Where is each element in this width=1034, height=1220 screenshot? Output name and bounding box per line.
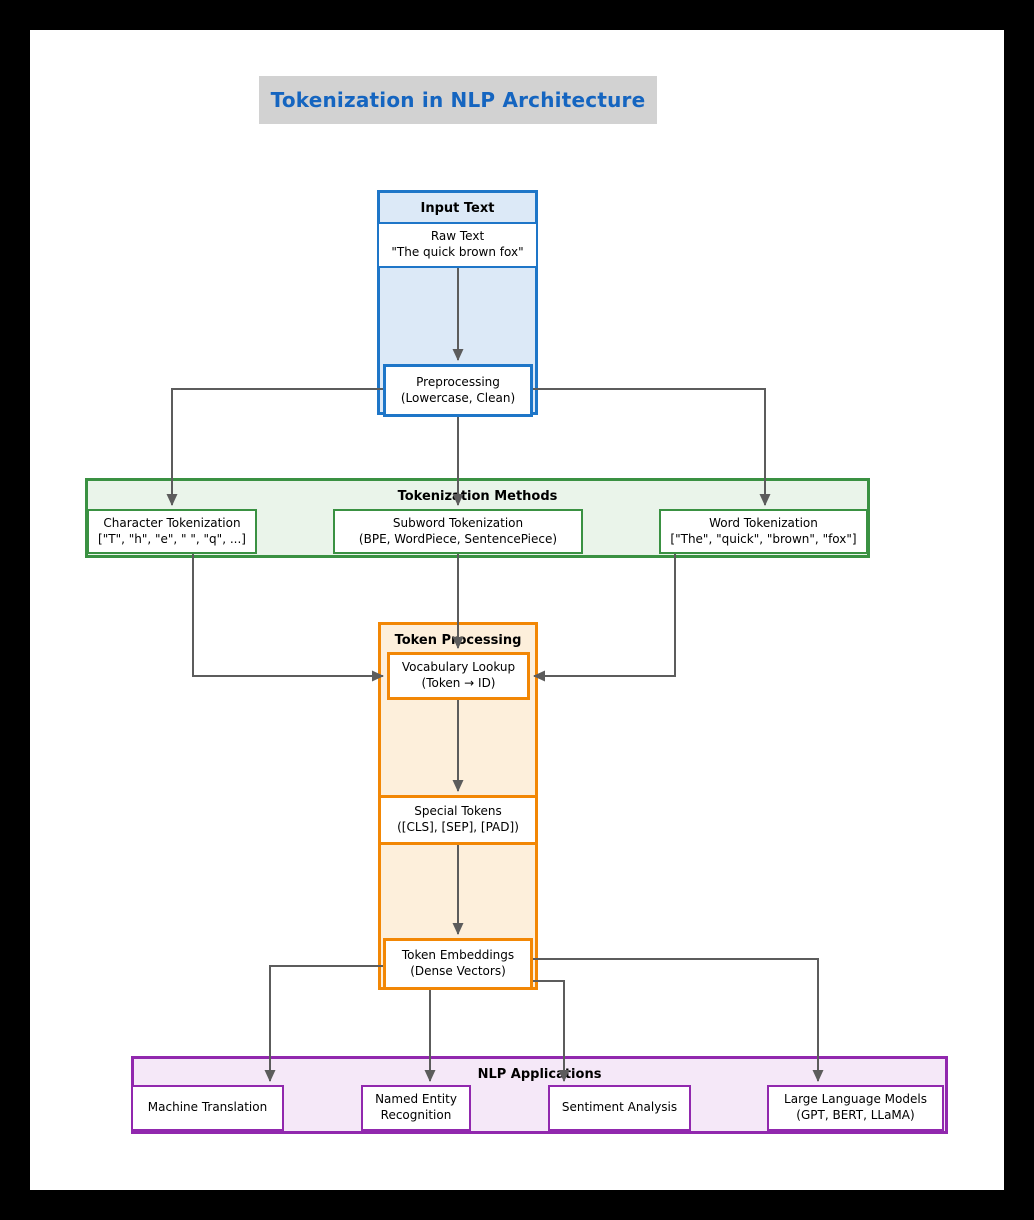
arrow-word-tokenization-to-vocabulary-lookup: [533, 554, 676, 682]
node-special-tokens-line1: Special Tokens: [414, 804, 502, 819]
node-machine-translation-line1: Machine Translation: [147, 1100, 268, 1115]
node-large-language-models: Large Language Models (GPT, BERT, LLaMA): [767, 1085, 944, 1131]
node-raw-text-line1: Raw Text: [430, 229, 485, 244]
node-word-tokenization: Word Tokenization ["The", "quick", "brow…: [659, 509, 868, 554]
node-preprocessing: Preprocessing (Lowercase, Clean): [383, 364, 533, 417]
diagram-title: Tokenization in NLP Architecture: [259, 76, 657, 124]
group-nlp-applications-header: NLP Applications: [477, 1066, 602, 1082]
node-subword-tokenization: Subword Tokenization (BPE, WordPiece, Se…: [333, 509, 583, 554]
node-word-tokenization-line1: Word Tokenization: [709, 515, 818, 530]
group-token-processing-header: Token Processing: [394, 632, 522, 648]
node-machine-translation: Machine Translation: [131, 1085, 284, 1131]
arrow-character-tokenization-to-vocabulary-lookup: [192, 554, 384, 682]
node-named-entity-recognition-line2: Recognition: [380, 1108, 452, 1122]
group-input-text-header: Input Text: [420, 200, 495, 216]
node-vocabulary-lookup: Vocabulary Lookup (Token → ID): [387, 652, 530, 700]
node-named-entity-recognition: Named Entity Recognition: [361, 1085, 471, 1131]
diagram-title-text: Tokenization in NLP Architecture: [270, 88, 646, 112]
node-token-embeddings-line1: Token Embeddings: [401, 948, 515, 963]
node-character-tokenization-line1: Character Tokenization: [103, 515, 241, 530]
node-raw-text: Raw Text "The quick brown fox": [377, 222, 538, 268]
node-preprocessing-line2: (Lowercase, Clean): [400, 390, 516, 405]
diagram-page: Tokenization in NLP Architecture Input T…: [30, 30, 1004, 1190]
node-sentiment-analysis: Sentiment Analysis: [548, 1085, 691, 1131]
node-character-tokenization: Character Tokenization ["T", "h", "e", "…: [87, 509, 257, 554]
node-vocabulary-lookup-line2: (Token → ID): [421, 676, 496, 690]
node-raw-text-line2: "The quick brown fox": [391, 245, 524, 259]
node-token-embeddings-line2: (Dense Vectors): [410, 964, 506, 978]
node-named-entity-recognition-line1: Named Entity: [375, 1092, 457, 1107]
node-subword-tokenization-line1: Subword Tokenization: [392, 515, 524, 530]
node-large-language-models-line2: (GPT, BERT, LLaMA): [796, 1108, 915, 1122]
node-preprocessing-line1: Preprocessing: [416, 374, 500, 389]
node-vocabulary-lookup-line1: Vocabulary Lookup: [401, 660, 516, 675]
node-word-tokenization-line2: ["The", "quick", "brown", "fox"]: [670, 531, 857, 546]
node-subword-tokenization-line2: (BPE, WordPiece, SentencePiece): [358, 531, 558, 546]
node-large-language-models-line1: Large Language Models: [784, 1092, 927, 1107]
node-character-tokenization-line2: ["T", "h", "e", " ", "q", ...]: [98, 531, 246, 546]
node-special-tokens-line2: ([CLS], [SEP], [PAD]): [397, 820, 519, 834]
node-special-tokens: Special Tokens ([CLS], [SEP], [PAD]): [378, 795, 538, 845]
group-tokenization-methods-header: Tokenization Methods: [397, 488, 558, 504]
node-token-embeddings: Token Embeddings (Dense Vectors): [383, 938, 533, 990]
node-sentiment-analysis-line1: Sentiment Analysis: [561, 1100, 678, 1115]
